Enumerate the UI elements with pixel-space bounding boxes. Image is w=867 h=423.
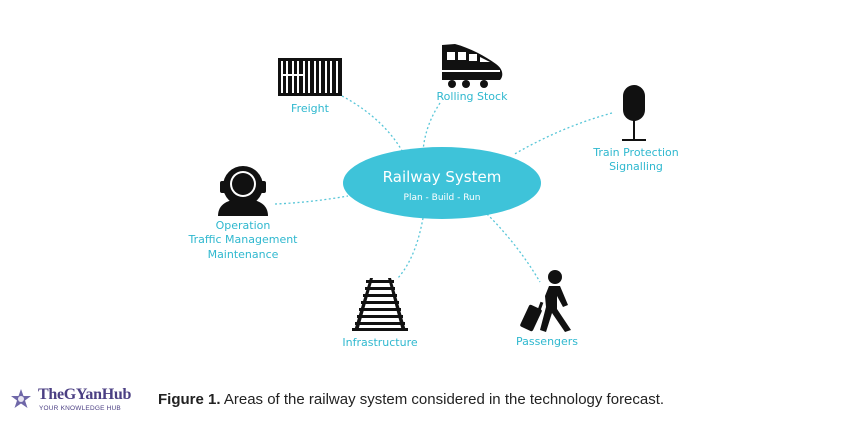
figure-caption: Figure 1. Areas of the railway system co… bbox=[158, 391, 664, 408]
rolling-stock-label: Rolling Stock bbox=[437, 90, 509, 103]
caption-text: Areas of the railway system considered i… bbox=[220, 391, 665, 408]
logo-tagline: YOUR KNOWLEDGE HUB bbox=[39, 405, 121, 412]
thegyanhub-logo: TheGYanHub YOUR KNOWLEDGE HUB bbox=[10, 386, 150, 416]
connector-infrastructure bbox=[397, 217, 424, 279]
railway-system-diagram: Railway System Plan - Build - Run Freigh… bbox=[187, 44, 679, 349]
connector-passengers bbox=[486, 213, 541, 283]
signalling-label-line1: Train Protection bbox=[592, 146, 679, 159]
figure-footer: TheGYanHub YOUR KNOWLEDGE HUB Figure 1. … bbox=[0, 382, 867, 416]
operation-label-line2: Traffic Management bbox=[187, 233, 298, 246]
railway-track-icon bbox=[352, 278, 408, 331]
shipping-container-icon bbox=[278, 58, 342, 96]
freight-label: Freight bbox=[291, 102, 330, 115]
railway-signal-icon bbox=[622, 85, 646, 141]
connector-rolling-stock bbox=[422, 102, 441, 153]
caption-figure-number: Figure 1. bbox=[158, 391, 221, 408]
operator-headset-icon bbox=[218, 166, 268, 216]
hub-subtitle: Plan - Build - Run bbox=[404, 193, 481, 203]
signalling-label-line2: Signalling bbox=[609, 160, 663, 173]
high-speed-train-icon bbox=[442, 44, 503, 88]
railway-system-hub bbox=[343, 147, 541, 219]
hub-title: Railway System bbox=[383, 168, 502, 186]
passengers-label: Passengers bbox=[516, 335, 578, 348]
logo-name: TheGYanHub bbox=[38, 386, 132, 403]
connector-freight bbox=[341, 95, 406, 157]
traveler-with-luggage-icon bbox=[520, 270, 571, 332]
infrastructure-label: Infrastructure bbox=[342, 336, 418, 349]
operation-label-line1: Operation bbox=[216, 219, 271, 232]
star-logo-icon bbox=[11, 389, 31, 408]
connector-operation bbox=[274, 195, 349, 205]
operation-label-line3: Maintenance bbox=[208, 248, 279, 261]
